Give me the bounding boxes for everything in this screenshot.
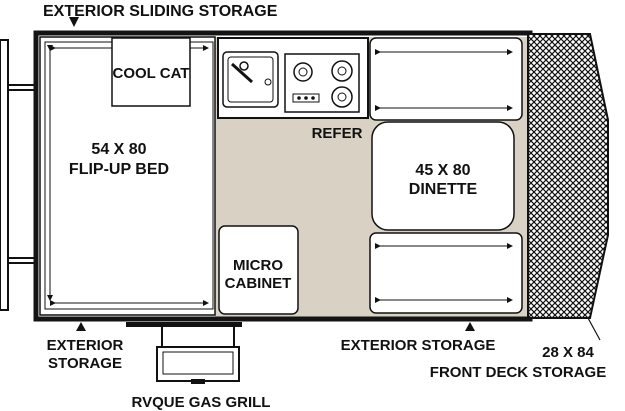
arrow-bottom-storage (465, 322, 475, 331)
flip-up-bed (39, 36, 216, 316)
sink-icon (222, 51, 279, 108)
label-exterior-storage-left-1: EXTERIOR (47, 337, 124, 354)
arrow-top (69, 17, 79, 27)
label-bed-size: 54 X 80 (91, 141, 146, 158)
dinette-table (371, 121, 515, 231)
label-bed-name: FLIP-UP BED (69, 161, 169, 178)
gas-grill (126, 322, 242, 384)
trailer-hitch (0, 39, 38, 311)
label-gas-grill: RVQUE GAS GRILL (132, 394, 271, 411)
label-exterior-storage-bottom: EXTERIOR STORAGE (341, 337, 496, 354)
label-refer: REFER (312, 125, 363, 142)
arrow-left-storage (76, 322, 86, 331)
label-micro: MICRO (233, 257, 283, 274)
cool-cat-unit (111, 37, 191, 107)
front-deck-storage (527, 33, 609, 341)
kitchen-counter (217, 37, 369, 119)
label-cool-cat: COOL CAT (113, 65, 190, 82)
label-dinette-name: DINETTE (409, 181, 478, 198)
label-exterior-sliding-storage: EXTERIOR SLIDING STORAGE (43, 3, 278, 20)
label-deck-size: 28 X 84 (542, 344, 594, 361)
label-exterior-storage-left-2: STORAGE (48, 355, 122, 372)
micro-cabinet (218, 225, 299, 315)
label-deck-name: FRONT DECK STORAGE (430, 364, 606, 381)
dinette-bench-top (369, 37, 523, 121)
label-cabinet: CABINET (225, 275, 292, 292)
label-dinette-size: 45 X 80 (415, 162, 470, 179)
dinette-bench-bottom (369, 232, 523, 314)
stove-icon (284, 53, 360, 113)
